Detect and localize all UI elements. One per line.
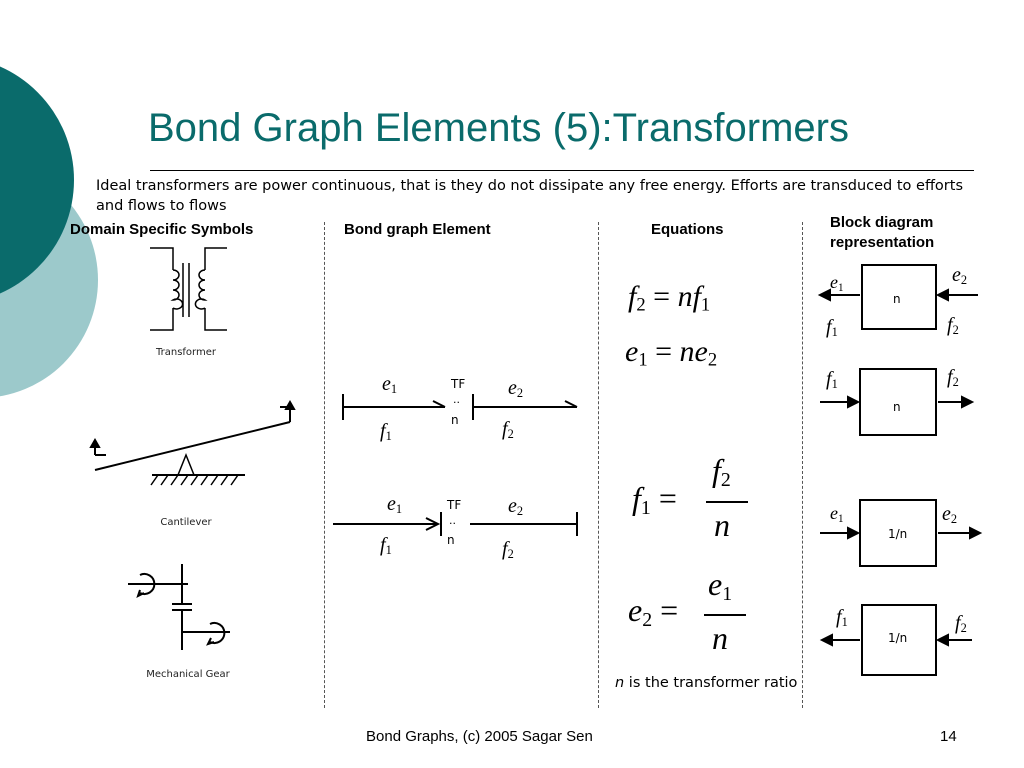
column-header-block: Block diagram representation <box>830 214 935 251</box>
equation-3-left: f1 = <box>632 480 677 519</box>
column-header-equations: Equations <box>651 221 724 238</box>
divider-1 <box>324 222 325 708</box>
equation-4-numerator: e1 <box>708 566 733 605</box>
column-header-domain: Domain Specific Symbols <box>70 221 254 238</box>
bond2-f1: f1 <box>380 534 392 558</box>
bond2-e1: e1 <box>387 493 403 517</box>
bond1-f1: f1 <box>380 420 392 444</box>
block-2-label: n <box>893 400 901 414</box>
slide-title: Bond Graph Elements (5):Transformers <box>148 106 849 150</box>
ratio-note: n is the transformer ratio <box>615 675 798 691</box>
block3-e2: e2 <box>942 503 958 527</box>
decorative-circles <box>0 66 98 397</box>
equation-1: f2 = nf1 <box>628 280 711 316</box>
bond1-tf-colon: .. <box>453 393 460 406</box>
bond1-tf-label: TF <box>451 377 466 391</box>
block-diagrams <box>817 264 983 676</box>
bond-tf-1 <box>342 394 578 420</box>
block1-f1: f1 <box>826 316 838 340</box>
bond1-e1: e1 <box>382 373 398 397</box>
equation-4-left: e2 = <box>628 592 679 631</box>
equation-3-fraction-bar <box>706 501 748 503</box>
equation-4-fraction-bar <box>704 614 746 616</box>
divider-3 <box>802 222 803 708</box>
equation-3-numerator: f2 <box>712 452 731 491</box>
block1-e1: e1 <box>830 272 844 294</box>
bond2-e2: e2 <box>508 495 524 519</box>
block-1-box <box>861 264 937 330</box>
cantilever-symbol <box>89 399 296 486</box>
block4-f2: f2 <box>955 612 967 636</box>
block2-f2: f2 <box>947 366 959 390</box>
block-4-label: 1/n <box>888 631 908 645</box>
block-3-label: 1/n <box>888 527 908 541</box>
block3-e1: e1 <box>830 503 844 525</box>
transformer-symbol <box>150 247 227 331</box>
bond2-tf-n: n <box>447 533 455 547</box>
gear-symbol <box>128 564 230 650</box>
bond2-tf-colon: .. <box>449 514 456 527</box>
bond2-f2: f2 <box>502 538 514 562</box>
footer-text: Bond Graphs, (c) 2005 Sagar Sen <box>366 728 593 745</box>
bond1-f2: f2 <box>502 418 514 442</box>
equation-2: e1 = ne2 <box>625 335 718 371</box>
equation-3-denominator: n <box>714 507 730 543</box>
block1-e2: e2 <box>952 264 968 288</box>
cantilever-caption: Cantilever <box>160 517 212 528</box>
page-number: 14 <box>940 728 957 745</box>
equation-4-denominator: n <box>712 620 728 656</box>
block2-f1: f1 <box>826 368 838 392</box>
intro-text: Ideal transformers are power continuous,… <box>96 178 964 214</box>
block1-f2: f2 <box>947 314 959 338</box>
block4-f1: f1 <box>836 606 848 630</box>
gear-caption: Mechanical Gear <box>146 669 230 680</box>
divider-2 <box>598 222 599 708</box>
decor-dark-circle <box>0 66 74 294</box>
bond-tf-2 <box>333 512 578 536</box>
bond1-tf-n: n <box>451 413 459 427</box>
bond1-e2: e2 <box>508 377 524 401</box>
bond2-tf-label: TF <box>447 498 462 512</box>
block-1-label: n <box>893 292 901 306</box>
column-header-bond: Bond graph Element <box>344 221 491 238</box>
title-rule <box>150 170 974 171</box>
transformer-caption: Transformer <box>155 347 216 358</box>
